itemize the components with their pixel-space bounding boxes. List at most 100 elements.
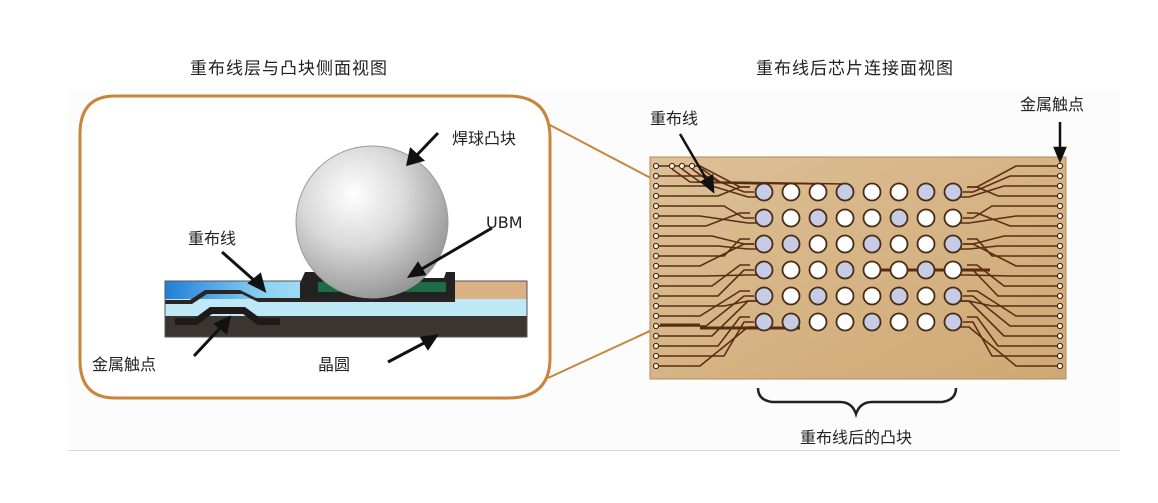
bump	[754, 312, 774, 332]
edge-contact	[652, 262, 660, 270]
edge-contact	[1056, 292, 1064, 300]
bump	[889, 286, 909, 306]
solder-bump-label: 焊球凸块	[452, 129, 516, 148]
trace	[959, 300, 1057, 337]
edge-contact	[1056, 192, 1064, 200]
bump	[943, 260, 963, 280]
bump	[862, 312, 882, 332]
bump	[862, 234, 882, 254]
edge-contact	[652, 362, 660, 370]
trace	[659, 205, 754, 219]
edge-contact	[652, 352, 660, 360]
trace	[967, 238, 1057, 257]
trace	[659, 290, 750, 317]
edge-contact	[652, 292, 660, 300]
edge-contact	[1056, 322, 1064, 330]
bump	[916, 234, 936, 254]
trace	[967, 264, 1057, 287]
wafer-label: 晶圆	[318, 355, 350, 374]
edge-contact	[652, 232, 660, 240]
edge-contact	[652, 342, 660, 350]
edge-contact	[1056, 232, 1064, 240]
edge-contact	[1056, 362, 1064, 370]
bump	[916, 260, 936, 280]
edge-contact	[1056, 272, 1064, 280]
edge-contact	[652, 172, 660, 180]
bump	[943, 182, 963, 202]
bumps-after-rdl-label: 重布线后的凸块	[800, 428, 912, 447]
ubm-label: UBM	[486, 213, 523, 232]
metal-contact-label-right: 金属触点	[1020, 95, 1084, 114]
edge-contact	[652, 242, 660, 250]
bump	[889, 234, 909, 254]
bump	[916, 208, 936, 228]
bump	[754, 286, 774, 306]
trace	[967, 186, 1057, 197]
edge-contact	[1056, 342, 1064, 350]
rdl-label-right: 重布线	[650, 109, 698, 128]
edge-contact	[1056, 242, 1064, 250]
solder-ball	[295, 145, 449, 299]
edge-contact	[652, 222, 660, 230]
trace	[659, 212, 750, 227]
edge-contact	[1056, 302, 1064, 310]
edge-contact	[652, 282, 660, 290]
bump	[862, 260, 882, 280]
bump	[754, 260, 774, 280]
bump	[943, 208, 963, 228]
bump	[889, 312, 909, 332]
bump	[862, 208, 882, 228]
trace	[701, 168, 846, 185]
edge-contact	[652, 192, 660, 200]
bump	[835, 260, 855, 280]
trace	[963, 243, 1057, 267]
bump	[862, 182, 882, 202]
edge-contact	[1056, 312, 1064, 320]
trace	[659, 300, 758, 337]
bump	[835, 286, 855, 306]
bump	[808, 286, 828, 306]
edge-contact	[1056, 282, 1064, 290]
edge-contact	[652, 272, 660, 280]
rdl-label-left: 重布线	[188, 229, 236, 248]
bump	[781, 260, 801, 280]
bump	[808, 208, 828, 228]
bump	[835, 182, 855, 202]
bump	[835, 312, 855, 332]
bump	[754, 234, 774, 254]
edge-contact	[678, 162, 686, 170]
bump	[781, 234, 801, 254]
bump	[916, 312, 936, 332]
trace	[659, 238, 750, 257]
edge-contact	[652, 332, 660, 340]
edge-contact	[1056, 332, 1064, 340]
edge-contact	[652, 312, 660, 320]
trace	[659, 264, 750, 287]
edge-contact	[652, 202, 660, 210]
bump	[835, 234, 855, 254]
bump	[808, 182, 828, 202]
edge-contact	[1056, 352, 1064, 360]
edge-contact	[1056, 182, 1064, 190]
bump	[781, 286, 801, 306]
edge-contact	[1056, 252, 1064, 260]
edge-contact	[652, 322, 660, 330]
edge-contact	[652, 252, 660, 260]
edge-contact	[688, 162, 696, 170]
trace	[959, 326, 1057, 367]
chip-top-view	[649, 156, 1067, 380]
bump	[889, 208, 909, 228]
trace	[659, 186, 750, 197]
bump	[889, 260, 909, 280]
bump	[943, 234, 963, 254]
bump	[808, 312, 828, 332]
bump	[754, 182, 774, 202]
edge-contact	[1056, 222, 1064, 230]
edge-contact	[652, 162, 660, 170]
bump	[754, 208, 774, 228]
trace	[967, 290, 1057, 317]
edge-contact	[652, 182, 660, 190]
left-annotation-arrows	[192, 131, 493, 364]
left-panel-title: 重布线层与凸块侧面视图	[190, 59, 388, 79]
bump	[916, 182, 936, 202]
